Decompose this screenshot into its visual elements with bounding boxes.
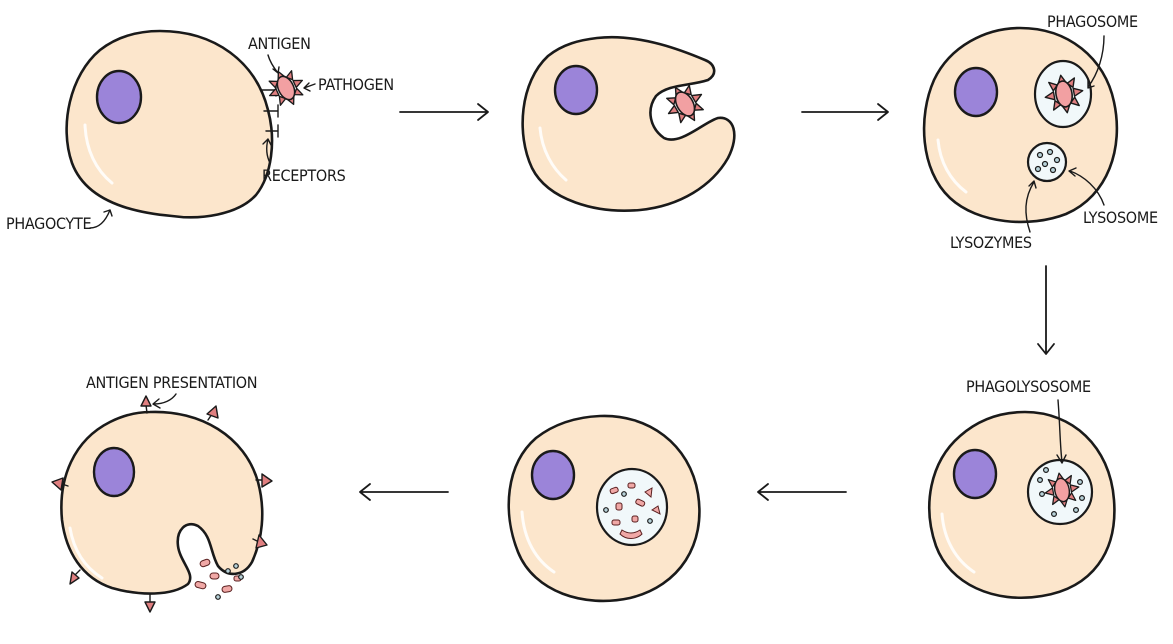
- phagocyte-cell: [521, 35, 736, 212]
- nucleus: [953, 66, 999, 118]
- label-lysosome: LYSOSOME: [1083, 208, 1158, 227]
- stage-6-antigen-presentation: ANTIGEN PRESENTATION: [51, 373, 273, 613]
- arrow-lysozymes: [1025, 180, 1037, 233]
- pathogen: [261, 63, 311, 113]
- phagocyte-cell: [65, 29, 274, 219]
- nucleus: [92, 446, 136, 498]
- lysozymes: [1036, 467, 1085, 518]
- expelled-fragments: [194, 558, 244, 600]
- arrow-pathogen: [303, 82, 316, 92]
- arrow-step-2: [801, 103, 889, 121]
- cell-highlight: [520, 510, 556, 574]
- arrow-phagosome: [1087, 35, 1105, 89]
- stage-5-digestion: [507, 414, 701, 603]
- presented-antigens: [51, 395, 273, 613]
- cell-highlight: [936, 138, 968, 194]
- cell-highlight: [68, 526, 104, 580]
- cell-highlight: [83, 123, 114, 185]
- label-phagocyte: PHAGOCYTE: [6, 214, 92, 233]
- cell-highlight: [538, 126, 568, 182]
- label-receptors: RECEPTORS: [262, 166, 346, 185]
- stage-1-recognition: ANTIGEN PATHOGEN RECEPTORS PHAGOCYTE: [6, 29, 394, 233]
- phagocyte-cell: [922, 26, 1119, 224]
- arrow-antigen-presentation: [152, 393, 177, 409]
- arrow-step-5: [359, 483, 449, 501]
- nucleus: [95, 69, 143, 125]
- label-phagosome: PHAGOSOME: [1047, 12, 1138, 31]
- lysozymes: [1034, 148, 1061, 174]
- stage-4-phagolysosome: PHAGOLYSOSOME: [928, 377, 1116, 600]
- arrow-antigen: [267, 54, 280, 74]
- arrow-phagolysosome: [1056, 399, 1067, 464]
- label-phagolysosome: PHAGOLYSOSOME: [966, 377, 1091, 396]
- nucleus: [952, 448, 998, 500]
- phagocyte-cell: [60, 410, 264, 595]
- nucleus: [530, 449, 576, 501]
- arrow-step-4: [757, 483, 847, 501]
- arrow-receptors: [262, 138, 272, 164]
- arrow-lysosome: [1068, 167, 1105, 206]
- label-antigen: ANTIGEN: [248, 34, 311, 53]
- label-pathogen: PATHOGEN: [318, 75, 394, 94]
- arrow-step-1: [399, 103, 489, 121]
- label-lysozymes: LYSOZYMES: [950, 233, 1032, 252]
- arrow-step-3: [1037, 265, 1055, 355]
- cell-highlight: [940, 512, 976, 574]
- nucleus: [553, 64, 599, 116]
- stage-3-phagosome: PHAGOSOME LYSOSOME LYSOZYMES: [922, 12, 1158, 252]
- label-antigen-presentation: ANTIGEN PRESENTATION: [86, 373, 257, 392]
- stage-2-engulfment: [521, 35, 736, 212]
- arrow-phagocyte: [89, 209, 113, 229]
- pathogen-fragments: [603, 482, 661, 539]
